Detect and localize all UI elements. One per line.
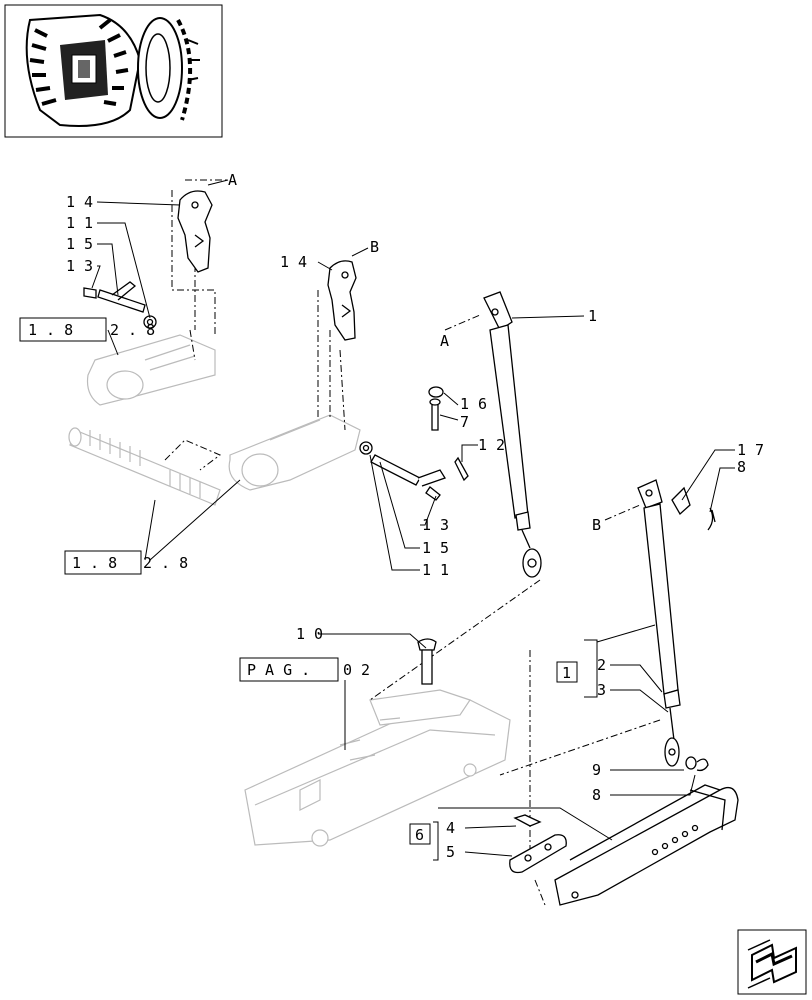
callout-14b: 1 4: [280, 253, 307, 271]
callout-16: 1 6: [460, 395, 487, 413]
kit-number: 1: [562, 664, 571, 682]
pin-with-handle-upper: [83, 281, 157, 329]
callout-8b: 8: [592, 786, 601, 804]
construction-lines: [164, 179, 661, 906]
callout-13b: 1 3: [422, 516, 449, 534]
callout-labels: 1 4 1 1 1 5 1 3 A 1 4 B 1 A 1 6 7 1 2 1 …: [66, 171, 764, 861]
callout-1a: 1: [588, 307, 597, 325]
lift-arm-right-ghost: [228, 414, 361, 491]
leader-lines: [91, 179, 735, 861]
reference-1-82-8-lower[interactable]: 1 . 8 2 . 8: [64, 550, 188, 575]
callout-9: 9: [592, 761, 601, 779]
callout-5: 5: [446, 843, 455, 861]
callout-11a: 1 1: [66, 214, 93, 232]
callout-8a: 8: [737, 458, 746, 476]
tractor-thumbnail-icon[interactable]: [4, 4, 223, 138]
callout-14a: 1 4: [66, 193, 93, 211]
callout-10: 1 0: [296, 625, 323, 643]
kit-number: 6: [415, 826, 424, 844]
reference-box-label: 1 . 8: [72, 554, 117, 572]
pin-10: [417, 638, 437, 685]
link-plate: [509, 814, 567, 874]
callout-13a: 1 3: [66, 257, 93, 275]
callout-3: 3: [597, 681, 606, 699]
bracket-a: [177, 190, 213, 273]
reference-tail-label: 2 . 8: [143, 554, 188, 572]
reference-tail-label: 0 2: [343, 661, 370, 679]
ref-letter-a: A: [228, 171, 237, 189]
reference-pag-02[interactable]: P A G . 0 2: [239, 657, 370, 682]
lift-shaft-ghost: [68, 427, 221, 506]
lift-rod-lower: [637, 479, 716, 772]
callout-15a: 1 5: [66, 235, 93, 253]
pin-with-handle-lower: [359, 386, 469, 501]
lift-rod-upper: [483, 291, 542, 578]
callout-15b: 1 5: [422, 539, 449, 557]
callout-12: 1 2: [478, 436, 505, 454]
callout-4: 4: [446, 819, 455, 837]
reference-box-label: 1 . 8: [28, 321, 73, 339]
callout-7: 7: [460, 413, 469, 431]
next-page-arrow-icon[interactable]: [737, 929, 807, 995]
lift-arm-ghost: [86, 334, 216, 406]
bracket-b: [327, 260, 357, 341]
kit-box-1: 1: [556, 661, 578, 683]
rear-frame-ghost: [244, 689, 511, 847]
reference-1-82-8-upper[interactable]: 1 . 8 2 . 8: [19, 317, 155, 342]
callout-11b: 1 1: [422, 561, 449, 579]
ref-letter-b2: B: [592, 516, 601, 534]
reference-tail-label: 2 . 8: [110, 321, 155, 339]
stabiliser-bar: [554, 784, 739, 906]
ref-letter-b: B: [370, 238, 379, 256]
ref-letter-a2: A: [440, 332, 449, 350]
callout-17: 1 7: [737, 441, 764, 459]
reference-box-label: P A G .: [247, 661, 310, 679]
callout-2: 2: [597, 656, 606, 674]
kit-box-6: 6: [409, 823, 431, 845]
